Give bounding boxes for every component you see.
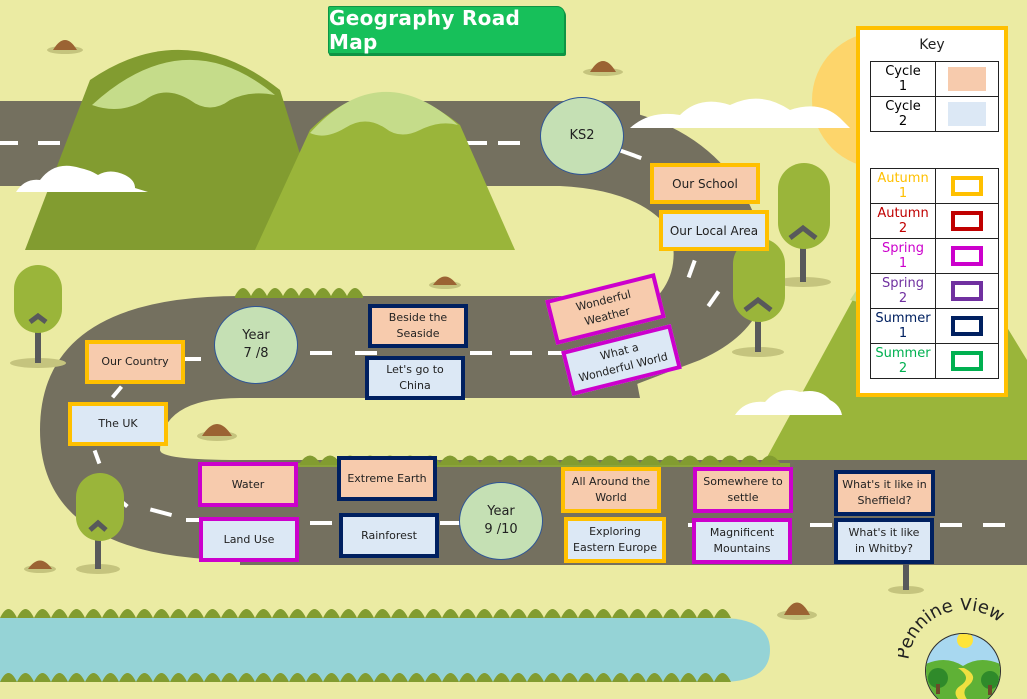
hedge-row — [0, 609, 731, 618]
topic-beside-the-seaside[interactable]: Beside the Seaside — [368, 304, 468, 348]
milestone-year-value: 9 /10 — [484, 522, 518, 537]
topic-all-around-the-world[interactable]: All Around the World — [561, 467, 661, 513]
key-label-number: 1 — [898, 186, 908, 201]
topic-extreme-earth[interactable]: Extreme Earth — [337, 456, 437, 501]
trees — [10, 163, 924, 594]
topic-our-country[interactable]: Our Country — [85, 340, 185, 384]
key-label-number: 2 — [898, 361, 908, 376]
key-label: Autumn — [877, 206, 929, 221]
term-border-swatch — [951, 351, 983, 371]
key-label: Autumn — [877, 171, 929, 186]
milestone-ks2-label: KS2 — [569, 128, 595, 143]
milestone-year-label: Year — [487, 504, 515, 519]
key-label: Summer — [875, 346, 931, 361]
milestone-ks2: KS2 — [540, 97, 624, 175]
river — [0, 609, 770, 682]
key-label-number: 2 — [898, 291, 908, 306]
topic-land-use[interactable]: Land Use — [199, 517, 299, 562]
cycle-2-swatch — [948, 102, 986, 126]
key-label: Cycle — [885, 99, 921, 114]
milestone-year-label: Year — [242, 328, 270, 343]
milestone-year-9-10: Year 9 /10 — [459, 482, 543, 560]
clouds — [16, 98, 850, 415]
topic-rainforest[interactable]: Rainforest — [339, 513, 439, 558]
key-title: Key — [919, 37, 945, 53]
topic-lets-go-to-china[interactable]: Let's go to China — [365, 356, 465, 400]
key-label: Summer — [875, 311, 931, 326]
topic-water[interactable]: Water — [198, 462, 298, 507]
term-border-swatch — [951, 176, 983, 196]
topic-whats-it-like-sheffield[interactable]: What's it like in Sheffield? — [834, 470, 935, 516]
key-label: Cycle — [885, 64, 921, 79]
topic-the-uk[interactable]: The UK — [68, 402, 168, 446]
topic-our-local-area[interactable]: Our Local Area — [659, 210, 769, 251]
topic-our-school[interactable]: Our School — [650, 163, 760, 204]
key-label: Spring — [882, 241, 924, 256]
milestone-year-7-8: Year 7 /8 — [214, 306, 298, 384]
topic-somewhere-to-settle[interactable]: Somewhere to settle — [693, 467, 793, 513]
key-label-number: 2 — [898, 114, 908, 129]
key-label-number: 2 — [898, 221, 908, 236]
milestone-year-value: 7 /8 — [243, 346, 269, 361]
pennine-view-logo: Pennine View — [898, 598, 1008, 699]
term-border-swatch — [951, 246, 983, 266]
key-label: Spring — [882, 276, 924, 291]
key-label-number: 1 — [898, 256, 908, 271]
term-border-swatch — [951, 281, 983, 301]
cycle-1-swatch — [948, 67, 986, 91]
road-middle — [40, 296, 640, 560]
key-label-number: 1 — [898, 326, 908, 341]
hedge-row — [0, 673, 731, 682]
topic-whats-it-like-whitby[interactable]: What's it like in Whitby? — [834, 518, 934, 564]
title-banner: Geography Road Map — [328, 6, 565, 54]
dirt-mounds — [24, 40, 817, 620]
term-border-swatch — [951, 211, 983, 231]
topic-magnificent-mountains[interactable]: Magnificent Mountains — [692, 518, 792, 564]
term-border-swatch — [951, 316, 983, 336]
key-label-number: 1 — [898, 79, 908, 94]
topic-exploring-eastern-europe[interactable]: Exploring Eastern Europe — [564, 517, 666, 563]
